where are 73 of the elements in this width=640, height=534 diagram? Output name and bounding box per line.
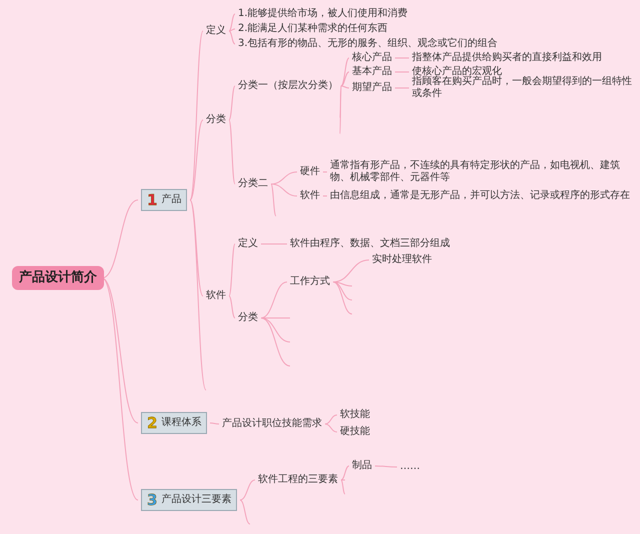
branch-line — [228, 14, 236, 32]
topic-label: 课程体系 — [161, 417, 202, 429]
branch-text: 软件 — [206, 290, 226, 302]
branch-line — [340, 72, 350, 86]
branch-line — [190, 200, 204, 296]
branch-text: 1.能够提供给市场，被人们使用和消费 — [238, 8, 408, 20]
branch-text: 实时处理软件 — [372, 254, 432, 266]
branch-text: 硬件 — [300, 166, 320, 178]
branch-line — [210, 422, 220, 424]
branch-line — [340, 86, 342, 118]
branch-line — [332, 282, 352, 300]
branch-text: 硬技能 — [340, 426, 370, 438]
topic-box — [141, 412, 208, 434]
branch-line — [324, 414, 338, 424]
branch-line — [228, 244, 236, 296]
branch-text: 指整体产品提供给购买者的直接利益和效用 — [412, 52, 602, 64]
branch-text: 指顾客在购买产品时，一般会期望得到的一组特性或条件 — [412, 76, 636, 100]
branch-text: 制品 — [352, 460, 372, 472]
branch-text: 分类二 — [238, 178, 268, 190]
branch-text: 软件由程序、数据、文档三部分组成 — [290, 238, 450, 250]
branch-line — [228, 86, 236, 120]
topic-label: 产品设计三要素 — [161, 494, 232, 506]
topic-box — [141, 189, 188, 211]
topic-box — [141, 489, 238, 511]
branch-line — [340, 86, 350, 88]
branch-line — [260, 318, 290, 366]
branch-text: 基本产品 — [352, 66, 392, 78]
branch-line — [240, 480, 256, 500]
branch-text: 核心产品 — [352, 52, 392, 64]
branch-text: 定义 — [206, 25, 226, 37]
branch-line — [324, 424, 338, 432]
branch-line — [102, 278, 138, 500]
branch-text: 产品设计职位技能需求 — [222, 418, 322, 430]
branch-line — [332, 282, 352, 314]
topic-label: 产品 — [161, 194, 182, 206]
branch-text: 软件 — [300, 190, 320, 202]
branch-text: 分类 — [206, 114, 226, 126]
branch-text: 2.能满足人们某种需求的任何东西 — [238, 23, 388, 35]
branch-text: 由信息组成，通常是无形产品，并可以方法、记录或程序的形式存在 — [330, 190, 630, 202]
branch-text: 3.包括有形的物品、无形的服务、组织、观念或它们的组合 — [238, 38, 498, 50]
topic-number: 2 — [147, 415, 158, 431]
central-topic: 产品设计简介 — [12, 266, 104, 290]
branch-line — [190, 120, 204, 200]
branch-line — [190, 30, 204, 200]
branch-line — [102, 278, 138, 424]
branch-text: 工作方式 — [290, 276, 330, 288]
branch-line — [260, 318, 290, 342]
branch-line — [190, 200, 206, 390]
branch-line — [228, 28, 236, 32]
branch-line — [340, 86, 342, 134]
branch-line — [340, 58, 350, 86]
branch-text: 通常指有形产品，不连续的具有特定形状的产品，如电视机、建筑物、机械零部件、元器件等 — [330, 160, 636, 184]
branch-line — [332, 282, 352, 286]
branch-line — [270, 184, 298, 196]
branch-text: 期望产品 — [352, 82, 392, 94]
branch-text: 分类 — [238, 312, 258, 324]
branch-text: 软件工程的三要素 — [258, 474, 338, 486]
branch-text: 软技能 — [340, 409, 370, 421]
branch-line — [228, 30, 236, 44]
branch-line — [240, 500, 250, 524]
branch-text: …… — [400, 461, 420, 473]
branch-line — [340, 480, 346, 494]
topic-number: 3 — [147, 492, 158, 508]
topic-number: 1 — [147, 192, 158, 208]
branch-line — [228, 120, 236, 184]
branch-line — [270, 184, 276, 216]
branch-text: 定义 — [238, 238, 258, 250]
branch-line — [228, 296, 236, 318]
branch-line — [374, 466, 398, 468]
branch-line — [260, 282, 288, 318]
branch-line — [340, 466, 350, 480]
branch-line — [102, 200, 138, 278]
branch-text: 分类一（按层次分类） — [238, 80, 338, 92]
